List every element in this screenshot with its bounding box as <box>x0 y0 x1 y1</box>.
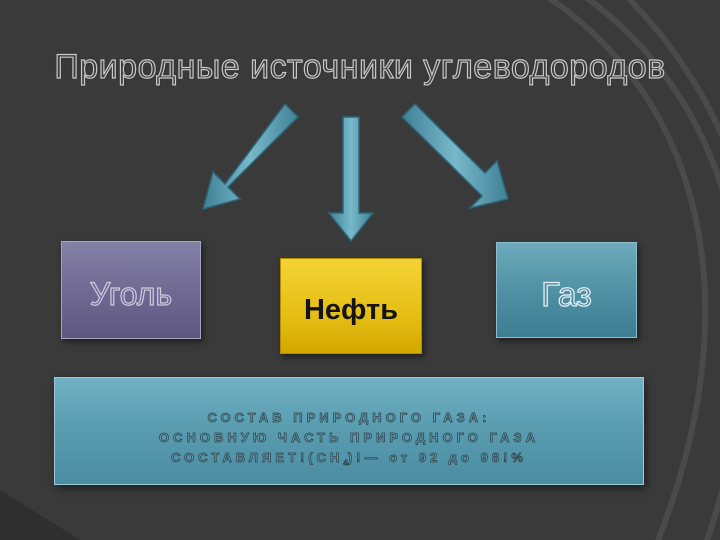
composition-line-1: СОСТАВ ПРИРОДНОГО ГАЗА: <box>207 410 491 426</box>
composition-line-2: ОСНОВНУЮ ЧАСТЬ ПРИРОДНОГО ГАЗА <box>159 430 539 446</box>
gas-label: Газ <box>541 275 593 314</box>
slide-title: Природные источники углеводородов <box>54 47 666 86</box>
methane-subscript: 4 <box>343 458 348 468</box>
gas-composition-panel: СОСТАВ ПРИРОДНОГО ГАЗА: ОСНОВНУЮ ЧАСТЬ П… <box>54 377 644 485</box>
gas-box: Газ <box>496 242 637 338</box>
composition-line-3: СОСТАВЛЯЕТ!(CH4)!— от 92 до 98!% <box>55 448 643 474</box>
decorative-arcs <box>546 0 720 540</box>
coal-box: Уголь <box>61 241 201 339</box>
oil-box: Нефть <box>280 258 422 354</box>
arrow-to-coal-icon <box>201 102 300 211</box>
arrow-to-gas-icon <box>400 102 509 210</box>
coal-label: Уголь <box>89 275 173 312</box>
oil-label: Нефть <box>303 294 399 326</box>
composition-line-3-prefix: СОСТАВЛЯЕТ!(CH <box>171 450 344 466</box>
arrow-to-oil-icon <box>327 116 375 243</box>
composition-line-3-suffix: )!— от 92 до 98!% <box>347 450 527 466</box>
